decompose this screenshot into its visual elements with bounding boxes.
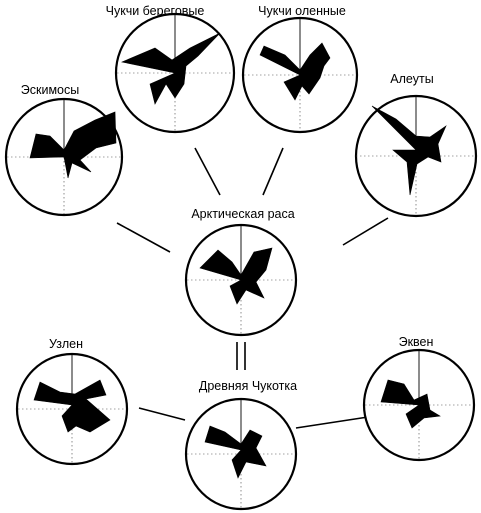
node-label-eskimos: Эскимосы (21, 83, 79, 97)
edge-eskimos-arctic-race (116, 222, 171, 253)
profile-shape (120, 32, 221, 105)
node-chukchi-reindeer: Чукчи оленные (241, 4, 359, 134)
node-ancient-chukotka: Древняя Чукотка (184, 379, 297, 511)
node-label-chukchi-coastal: Чукчи береговые (106, 4, 205, 18)
edges (116, 147, 389, 429)
node-label-ekven: Эквен (399, 335, 434, 349)
node-label-uelen: Узлен (49, 337, 83, 351)
node-ekven: Эквен (362, 335, 476, 462)
edge-arctic-race-ancient-chukotka (236, 342, 246, 370)
profile-shape (380, 379, 441, 429)
profile-shape (371, 105, 447, 196)
edge-chukchi-reindeer-arctic-race (262, 147, 284, 196)
profile-shape (33, 379, 111, 433)
node-arctic-race: Арктическая раса (184, 207, 298, 337)
node-uelen: Узлен (15, 337, 129, 466)
node-label-aleuts: Алеуты (390, 72, 433, 86)
node-label-chukchi-reindeer: Чукчи оленные (258, 4, 346, 18)
edge-ekven-ancient-chukotka (295, 416, 369, 429)
node-chukchi-coastal: Чукчи береговые (106, 4, 236, 134)
node-eskimos: Эскимосы (4, 83, 124, 217)
edge-chukchi-coastal-arctic-race (194, 147, 221, 196)
edge-aleuts-arctic-race (342, 217, 389, 246)
profile-shape (204, 425, 267, 479)
node-label-arctic-race: Арктическая раса (191, 207, 294, 221)
edge-uelen-ancient-chukotka (138, 407, 186, 421)
profile-shape (29, 111, 117, 179)
node-label-ancient-chukotka: Древняя Чукотка (199, 379, 297, 393)
node-aleuts: Алеуты (354, 72, 478, 218)
profile-shape (259, 42, 331, 101)
profile-shape (199, 247, 273, 305)
